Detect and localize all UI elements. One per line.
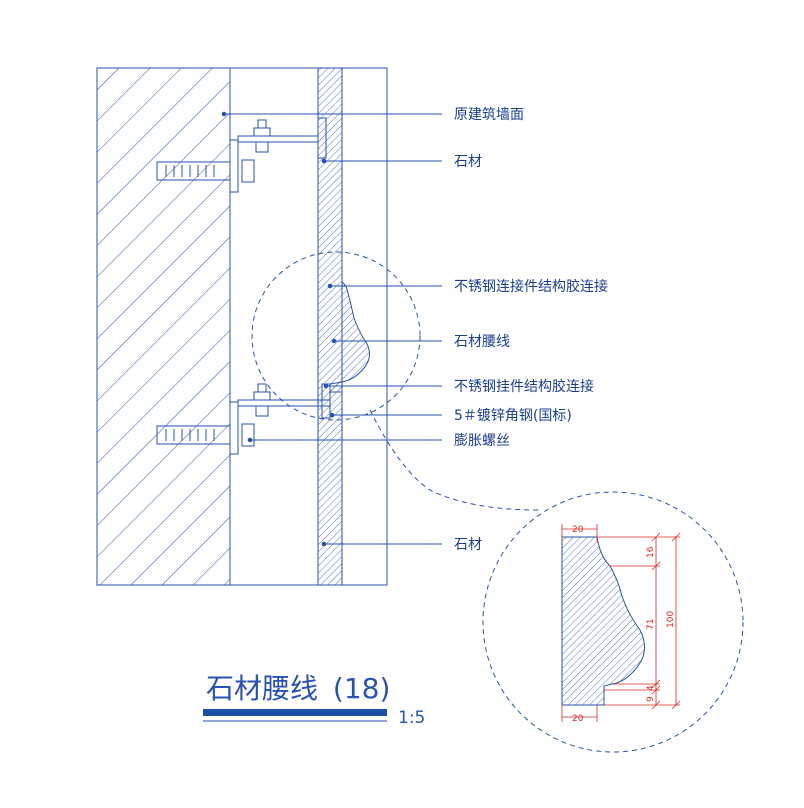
detail-dimensions [561, 524, 681, 722]
dim-top-width: 20 [572, 525, 584, 535]
label-stone-bottom: 石材 [454, 537, 482, 553]
drawing-title-name: 石材腰线 [206, 672, 318, 705]
label-ss-connector: 不锈钢连接件结构胶连接 [454, 278, 608, 295]
dim-71: 71 [646, 619, 656, 630]
label-ss-hanger: 不锈钢挂件结构胶连接 [454, 378, 594, 395]
leader-lines [221, 111, 442, 547]
dim-16: 16 [646, 546, 656, 558]
detail-profile [561, 536, 645, 706]
detail-callout-circle [251, 251, 421, 421]
detail-leader-curve [369, 409, 541, 511]
label-angle-steel: 5＃镀锌角钢(国标) [454, 407, 572, 424]
cavity-outline [229, 67, 388, 586]
stone-waistline [329, 280, 370, 393]
drawing-title-number: (18) [333, 672, 390, 705]
dim-4: 4 [646, 685, 656, 691]
label-stone-waistline: 石材腰线 [454, 334, 510, 350]
dim-100: 100 [666, 611, 676, 628]
wall-section [96, 67, 388, 586]
original-wall [96, 67, 231, 586]
dim-bottom-width: 20 [572, 714, 584, 724]
label-expansion-bolt: 膨胀螺丝 [454, 432, 510, 449]
label-original-wall: 原建筑墙面 [454, 107, 524, 123]
label-stone-top: 石材 [454, 154, 482, 170]
drawing-scale: 1:5 [398, 708, 425, 728]
upper-anchor-bracket [156, 117, 327, 193]
dim-9: 9 [646, 696, 656, 702]
detail-circle [482, 491, 744, 753]
title-underline-thick [203, 709, 387, 716]
drawing-title: 石材腰线 (18) [206, 672, 390, 705]
stone-cladding [317, 67, 343, 586]
